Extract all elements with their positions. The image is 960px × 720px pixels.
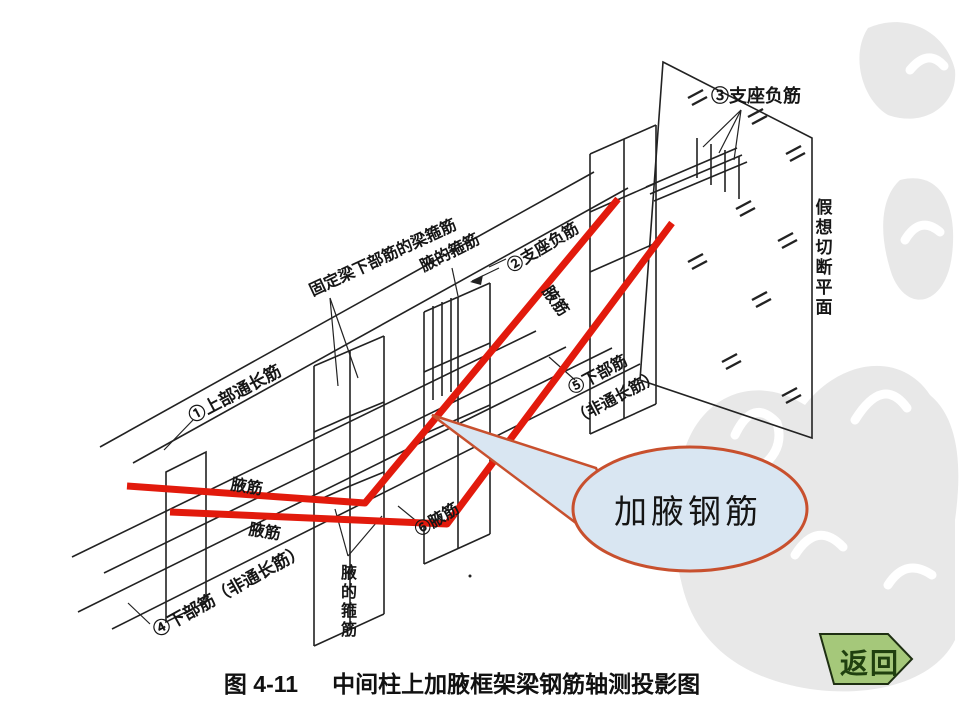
watermark [674,22,959,692]
label-haunch-stirrup-bottom: 腋的箍筋 [338,564,355,640]
callout-text: 加腋钢筋 [614,495,762,531]
hatch-marks [686,88,807,405]
figure-caption: 图 4-11 中间柱上加腋框架梁钢筋轴测投影图 [224,665,700,699]
label-imaginary-cut-plane: 假想切断平面 [812,198,832,318]
label-haunch-bar-left-1: 腋筋 [229,476,264,499]
back-button[interactable]: 返回 [812,626,918,688]
figure-title: 中间柱上加腋框架梁钢筋轴测投影图 [332,671,701,697]
callout-balloon [431,413,809,573]
figure-number: 图 4-11 [223,671,299,697]
haunch-rebar-red [126,196,675,528]
back-button-arrow-icon [818,633,914,685]
back-button-label: 返回 [840,649,901,680]
cutting-plane [639,60,813,440]
label-support-negative-3: ③支座负筋 [711,86,801,106]
label-haunch-bar-left-2: 腋筋 [247,521,282,544]
